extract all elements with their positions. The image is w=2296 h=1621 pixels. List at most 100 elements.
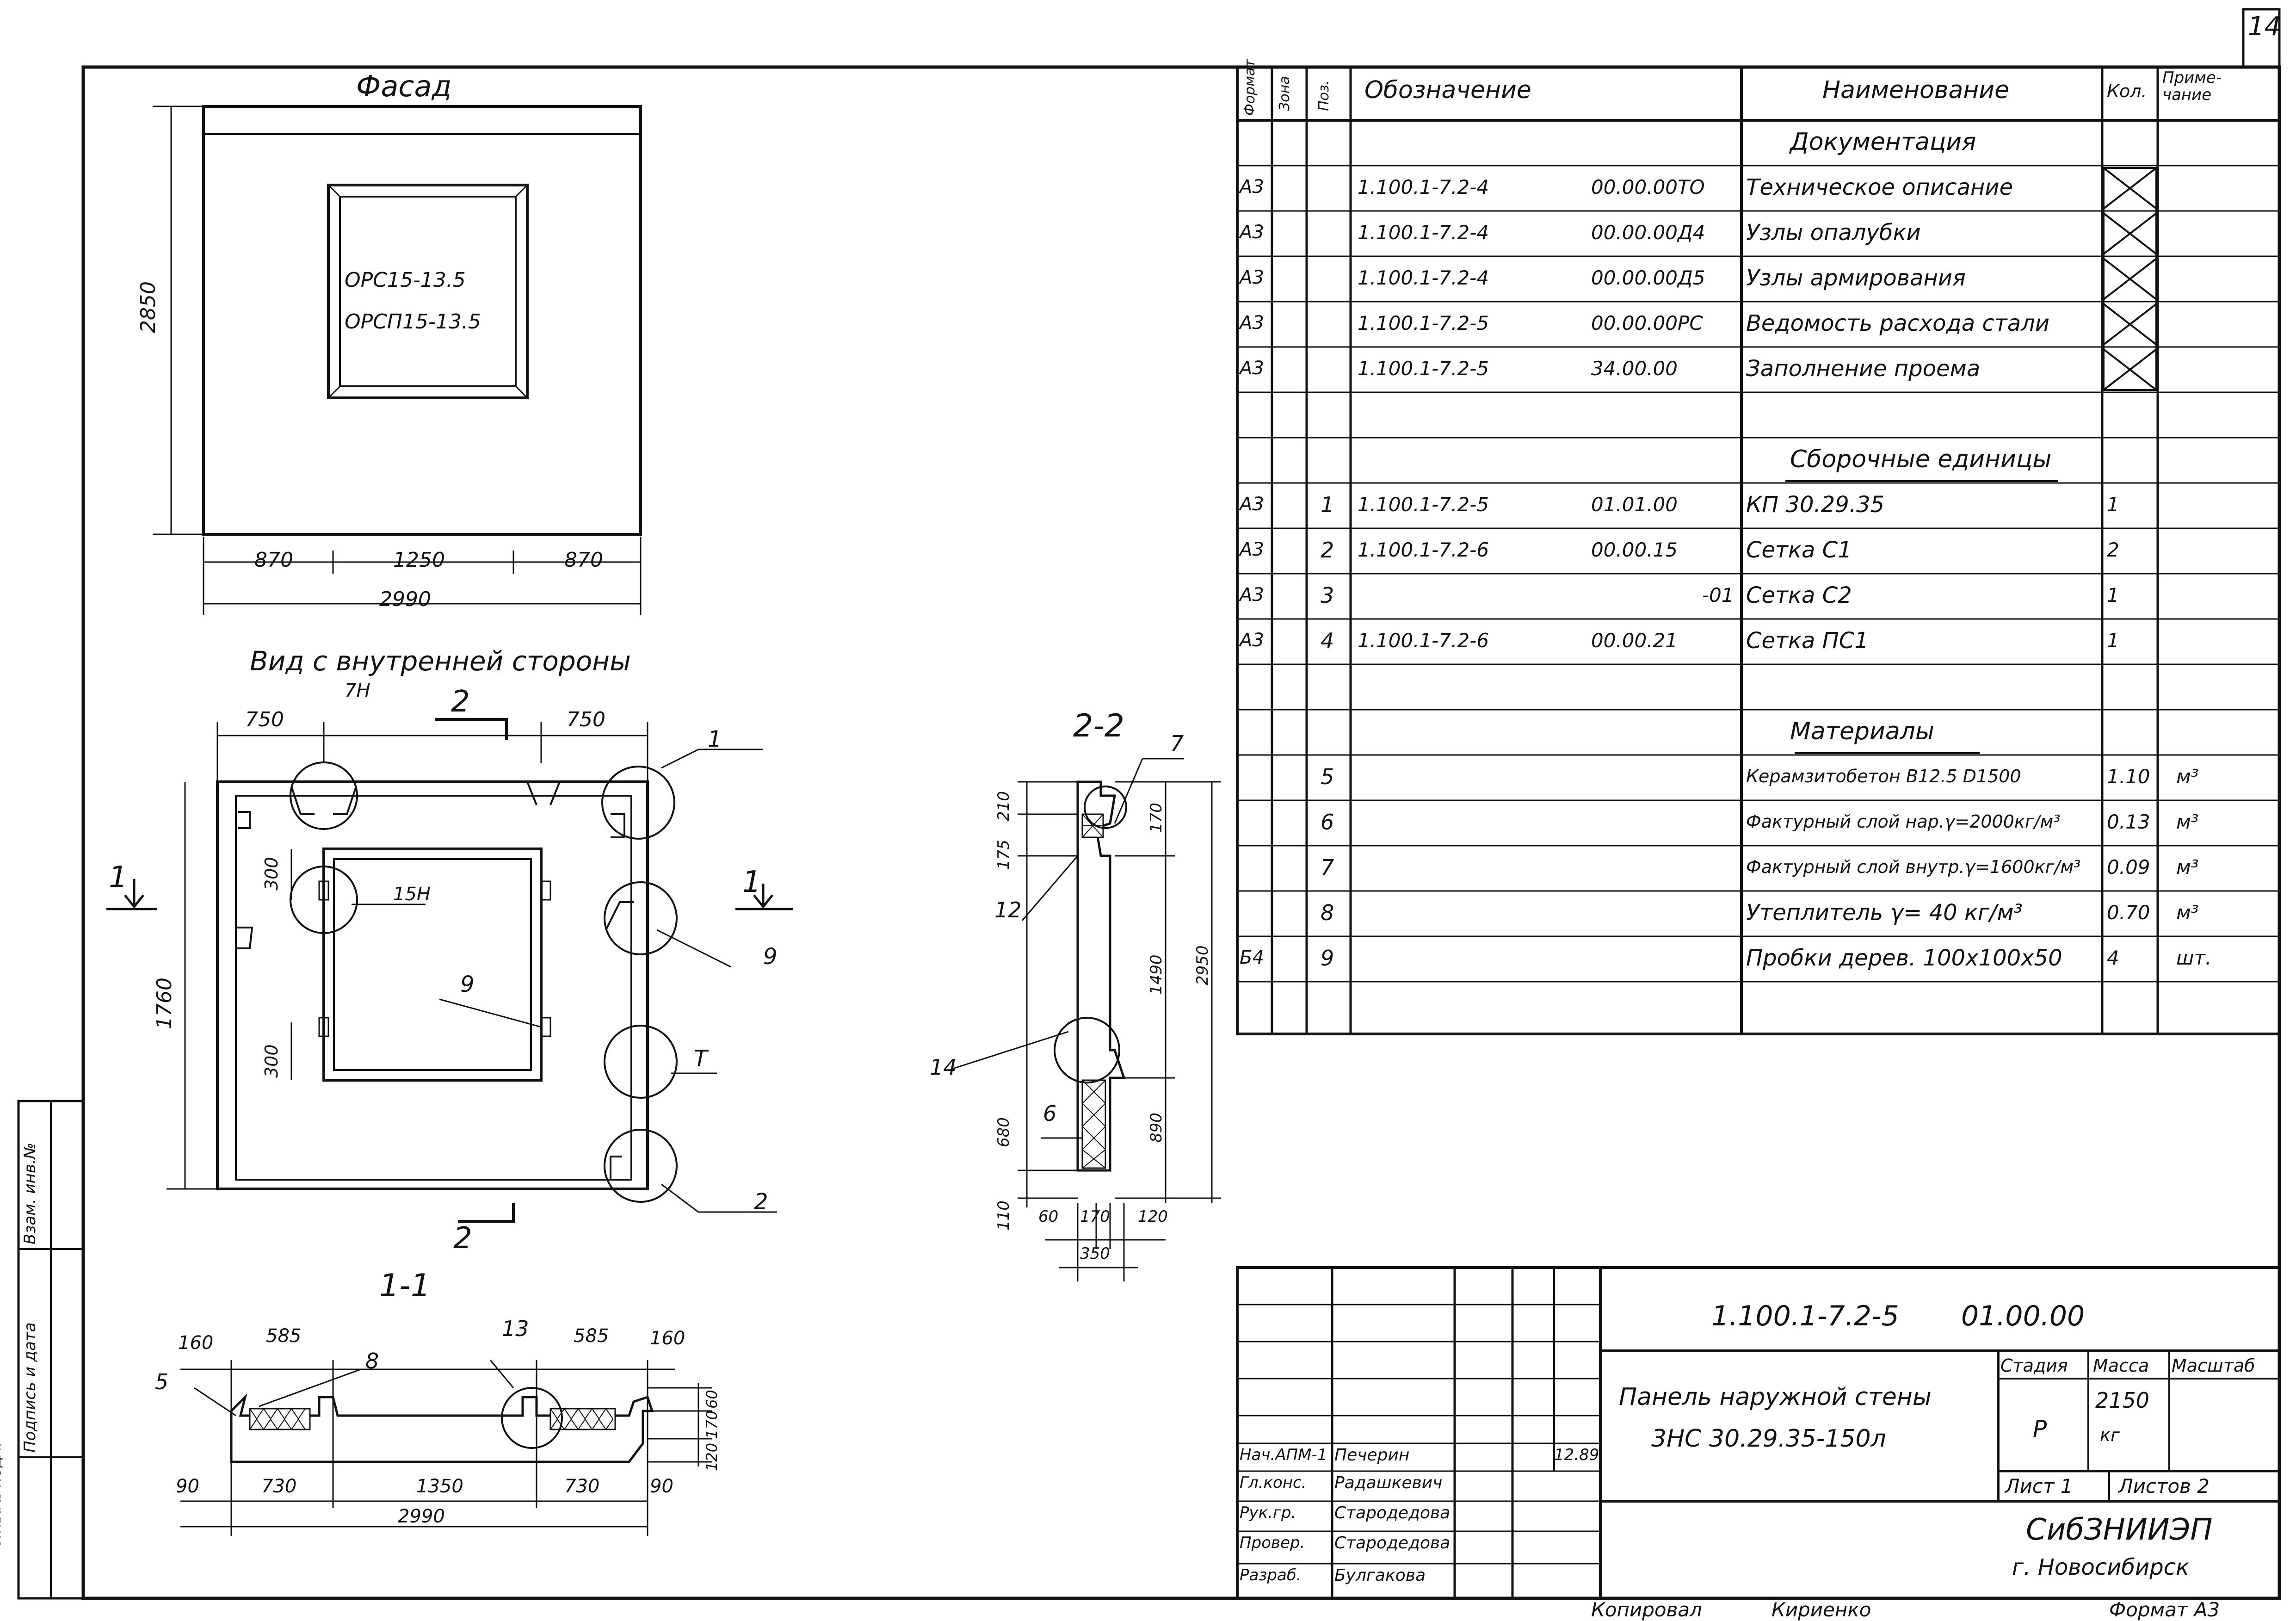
spec-cell-name: Сетка ПС1 [1746,628,1869,654]
spec-cell-code: 1.100.1-7.2-4 [1358,221,1489,244]
spec-cell-code: 1.100.1-7.2-5 [1358,357,1489,380]
signer-role: Провер. [1240,1534,1305,1552]
hdr-note: Приме- чание [2162,68,2222,105]
spec-cell-name: Техническое описание [1746,174,2013,200]
section-1-1-drawing [180,1360,712,1536]
tb-doc-suffix: 01.00.00 [1961,1300,2085,1332]
signer-name: Радашкевич [1334,1473,1443,1492]
spec-cell-pos: 1 [1321,492,1334,517]
sec22-callout-14: 14 [930,1055,957,1080]
node-circle-9 [604,881,678,955]
spec-cell-name: Сетка С2 [1746,582,1852,608]
section-mark-top: 2 [451,685,470,719]
spec-cell-name: Утеплитель γ= 40 кг/м³ [1746,900,2023,926]
spec-cell-format: А3 [1240,630,1264,651]
spec-cell-qty: 1.10 [2107,765,2150,788]
section-2-2-title: 2-2 [1073,708,1125,744]
spec-cell-format: А3 [1240,176,1264,198]
sec22-callout-6: 6 [1043,1101,1057,1126]
spec-cell-format: А3 [1240,584,1264,606]
facade-overall-width: 2990 [379,588,431,611]
spec-cell-format: А3 [1240,312,1264,334]
facade-dim-left: 870 [254,548,293,572]
hdr-format: Формат [1242,59,1258,116]
tb-doc-code: 1.100.1-7.2-5 [1711,1300,1899,1332]
spec-cell-pos: 6 [1321,810,1334,835]
sec11-dim-585-left: 585 [266,1325,302,1347]
dim-300-top: 300 [261,857,282,891]
tb-mass-label: Масса [2093,1355,2149,1376]
facade-drawing [153,105,642,615]
tb-stage-label: Стадия [2000,1355,2068,1376]
signer-name: Печерин [1334,1446,1410,1465]
tb-mass-unit: кг [2100,1425,2120,1445]
spec-cell-pos: 4 [1321,628,1334,653]
sheet-number-box [2242,8,2281,67]
spec-cell-format: А3 [1240,267,1264,288]
tb-date: 12.89 [1554,1446,1599,1464]
tb-mass: 2150 [2095,1388,2150,1413]
sec22-callout-12: 12 [994,897,1022,922]
window-mark-1: ОРС15-13.5 [345,268,466,292]
spec-cell-format: А3 [1240,358,1264,379]
node-circle-1 [601,766,675,840]
spec-cell-code: 1.100.1-7.2-6 [1358,629,1489,652]
spec-cell-qty: 0.70 [2107,901,2150,924]
spec-cell-pos: 3 [1321,583,1334,608]
spec-cell-name: Фактурный слой внутр.γ=1600кг/м³ [1746,857,2081,877]
sec11-dim-170: 170 [703,1410,721,1439]
facade-dim-center: 1250 [393,548,445,572]
sec11-dim-1350: 1350 [416,1476,463,1497]
tb-desc-line1: Панель наружной стены [1619,1383,1932,1411]
node-15n-label: 15Н [393,884,431,905]
sec11-callout-5: 5 [155,1369,169,1394]
sec22-dim-210: 210 [994,791,1013,821]
facade-title: Фасад [356,69,452,103]
sec11-dim-90-right: 90 [650,1476,673,1497]
hdr-designation: Обозначение [1364,76,1531,104]
sec11-callout-8: 8 [365,1349,379,1374]
node-circle-t [604,1025,678,1099]
sec11-dim-730-right: 730 [564,1476,600,1497]
inner-window-inner [333,858,532,1071]
spec-cell-name: Сетка С1 [1746,537,1852,563]
window-mark-2: ОРСП15-13.5 [345,310,481,334]
spec-cell-name: Заполнение проема [1746,356,1981,382]
signer-role: Гл.конс. [1240,1473,1307,1492]
sec22-dim-bottom-120: 120 [1138,1207,1168,1226]
inner-dim-left: 750 [245,708,284,731]
hdr-zone: Зона [1277,76,1293,111]
sec22-dim-680: 680 [994,1117,1013,1147]
spec-section-title: Документация [1790,128,1976,156]
side-stamp [17,1100,85,1600]
spec-cell-suffix: 00.00.21 [1591,629,1678,652]
sec22-dim-2950: 2950 [1193,945,1212,985]
spec-cell-format: А3 [1240,539,1264,560]
section-arrow-left: 1 [109,860,128,895]
spec-cell-code: 1.100.1-7.2-6 [1358,538,1489,561]
sec22-dim-110: 110 [994,1200,1013,1231]
spec-cell-suffix: -01 [1702,584,1734,606]
tb-org: СибЗНИИЭП [2026,1513,2213,1547]
inner-panel-inner [235,795,632,1181]
spec-cell-format: Б4 [1240,947,1264,968]
tb-scale-label: Масштаб [2172,1355,2255,1376]
dim-300-bottom: 300 [261,1044,282,1078]
tb-desc-line2: 3НС 30.29.35-150л [1651,1425,1886,1453]
spec-cell-pos: 8 [1321,900,1334,925]
spec-cell-format: А3 [1240,494,1264,515]
spec-cell-note: шт. [2176,947,2212,969]
stamp-inv-no: Инв.№ подл. [0,1442,5,1545]
signer-name: Стародедова [1334,1534,1450,1553]
sec22-callout-7: 7 [1170,731,1184,756]
sec11-dim-90-left: 90 [176,1476,199,1497]
sheet-number: 14 [2248,12,2281,42]
signer-role: Рук.гр. [1240,1503,1296,1522]
footer-copied-label: Копировал [1591,1598,1702,1621]
sec22-dim-bottom-170: 170 [1080,1207,1110,1226]
inner-panel-outer [216,780,649,1190]
spec-cell-note: м³ [2176,765,2199,788]
hdr-name: Наименование [1822,76,2010,104]
title-block-grid [1236,1266,2281,1600]
